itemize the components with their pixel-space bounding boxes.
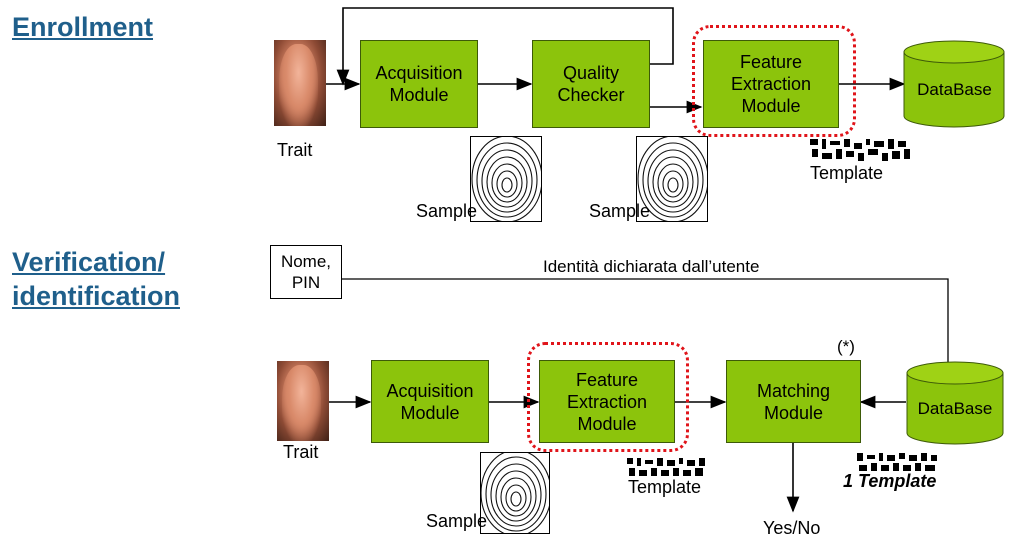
name-pin-line1: Nome, — [280, 252, 332, 271]
matching-module-box: Matching Module — [726, 360, 861, 443]
feature-extraction-label-line2: Extraction — [730, 74, 812, 94]
acquisition-module-label-line1: Acquisition — [375, 63, 463, 83]
template-label: Template — [810, 163, 884, 183]
name-pin-line2: PIN — [291, 273, 321, 292]
v-feature-label-line3: Module — [577, 413, 637, 434]
fingerprint-sample-image — [470, 136, 542, 222]
database-cylinder-icon — [906, 361, 1004, 445]
asterisk-note: (*) — [837, 337, 855, 356]
acquisition-module-box: Acquisition Module — [360, 40, 478, 128]
template-barcode-icon — [808, 137, 913, 163]
finger-trait-image — [277, 361, 329, 441]
verification-heading-line2: identification — [12, 281, 180, 311]
one-template-label: 1 Template — [843, 471, 937, 491]
trait-label: Trait — [277, 140, 313, 160]
quality-checker-label-line2: Checker — [557, 85, 625, 105]
v-feature-extraction-highlight — [527, 342, 689, 452]
identity-claim-line — [341, 278, 954, 377]
database-label: DataBase — [917, 80, 992, 99]
v-template-label: Template — [628, 477, 702, 497]
acquisition-module-label-line2: Module — [389, 85, 449, 105]
finger-trait-image — [274, 40, 326, 126]
verification-heading-line1: Verification/ — [12, 247, 166, 277]
sample-label-1: Sample — [416, 201, 478, 221]
matching-label-line1: Matching — [756, 380, 831, 401]
feature-extraction-box: Feature Extraction Module — [703, 40, 839, 128]
feature-extraction-label-line1: Feature — [739, 52, 803, 72]
feature-extraction-label-line3: Module — [741, 96, 801, 116]
yes-no-output-label: Yes/No — [763, 518, 821, 538]
claimed-identity-label: Identità dichiarata dall’utente — [543, 257, 760, 276]
matching-label-line2: Module — [763, 402, 824, 423]
sample-label-2: Sample — [589, 201, 651, 221]
v-feature-label-line2: Extraction — [566, 391, 648, 412]
v-trait-label: Trait — [283, 442, 319, 462]
v-sample-label: Sample — [426, 511, 488, 531]
v-database-label: DataBase — [917, 399, 993, 418]
fingerprint-sample-image — [636, 136, 708, 222]
v-feature-extraction-box: Feature Extraction Module — [539, 360, 675, 443]
name-pin-box: Nome, PIN — [270, 245, 342, 299]
feedback-line — [336, 7, 674, 86]
template-barcode-icon — [625, 456, 709, 480]
enrollment-heading: Enrollment — [12, 12, 154, 42]
feature-extraction-highlight — [692, 25, 856, 137]
v-acquisition-module-box: Acquisition Module — [371, 360, 489, 443]
v-feature-label-line1: Feature — [575, 369, 639, 390]
database-cylinder-icon — [903, 40, 1005, 128]
v-acquisition-label-line2: Module — [400, 402, 460, 423]
quality-checker-label-line1: Quality — [562, 63, 620, 83]
fingerprint-sample-image — [480, 452, 550, 534]
v-acquisition-label-line1: Acquisition — [386, 380, 474, 401]
template-barcode-icon — [855, 451, 939, 475]
quality-checker-box: Quality Checker — [532, 40, 650, 128]
